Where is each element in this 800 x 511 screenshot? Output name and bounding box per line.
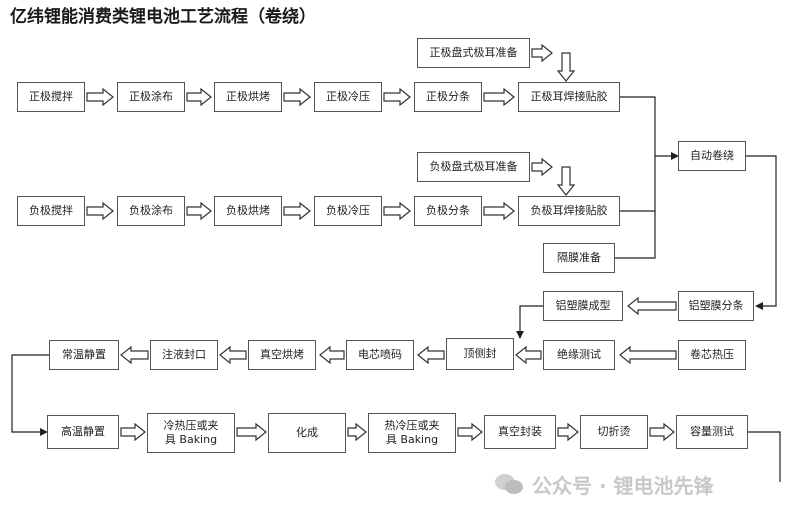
step-box-n6: 正极耳焊接贴胶: [518, 82, 620, 112]
block-arrow-1: [86, 87, 114, 107]
step-box-n8: 负极搅拌: [17, 196, 85, 226]
step-box-n18: 铝塑膜成型: [543, 291, 623, 321]
block-arrow-4: [383, 87, 411, 107]
watermark-text: 公众号 · 锂电池先锋: [532, 473, 714, 498]
step-box-n12: 负极分条: [414, 196, 482, 226]
step-box-n20: 绝缘测试: [543, 340, 615, 370]
block-arrow-28: [120, 422, 146, 442]
block-arrow-12: [483, 201, 515, 221]
connector-line-34: [748, 431, 781, 482]
step-box-n5: 正极分条: [414, 82, 482, 112]
connector-line-18: [746, 155, 777, 310]
step-box-n4: 正极冷压: [314, 82, 382, 112]
block-arrow-10: [283, 201, 311, 221]
step-box-n9: 负极涂布: [117, 196, 185, 226]
step-box-n30: 真空封装: [484, 415, 556, 449]
step-box-n23: 真空烘烤: [248, 340, 316, 370]
step-box-n29: 热冷压或夹 具 Baking: [368, 413, 456, 453]
block-arrow-6: [531, 43, 553, 63]
step-box-n7: 正极盘式极耳准备: [417, 38, 530, 68]
block-arrow-5: [483, 87, 515, 107]
block-arrow-29: [236, 422, 267, 442]
step-box-n28: 化成: [268, 413, 346, 453]
step-box-n17: 铝塑膜分条: [678, 291, 754, 321]
step-box-n15: 隔膜准备: [543, 243, 615, 273]
connector-line-15: [620, 96, 656, 212]
block-arrow-32: [557, 422, 579, 442]
connector-line-27: [11, 354, 49, 436]
block-arrow-33: [649, 422, 675, 442]
step-box-n13: 负极耳焊接贴胶: [518, 196, 620, 226]
block-arrow-30: [347, 422, 367, 442]
step-box-n27: 冷热压或夹 具 Baking: [147, 413, 235, 453]
step-box-n10: 负极烘烤: [214, 196, 282, 226]
block-arrow-21: [619, 345, 677, 365]
diagram-title: 亿纬锂能消费类锂电池工艺流程（卷绕）: [10, 7, 316, 27]
block-arrow-8: [86, 201, 114, 221]
step-box-n2: 正极涂布: [117, 82, 185, 112]
block-arrow-22: [515, 345, 542, 365]
block-arrow-23: [417, 345, 445, 365]
step-box-n1: 正极搅拌: [17, 82, 85, 112]
block-arrow-26: [120, 345, 149, 365]
block-arrow-3: [283, 87, 311, 107]
block-arrow-9: [186, 201, 212, 221]
block-arrow-31: [457, 422, 483, 442]
step-box-n24: 注液封口: [150, 340, 218, 370]
step-box-n31: 切折烫: [580, 415, 648, 449]
block-arrow-25: [219, 345, 247, 365]
step-box-n32: 容量测试: [676, 415, 748, 449]
step-box-n26: 高温静置: [47, 415, 119, 449]
block-arrow-2: [186, 87, 212, 107]
step-box-n21: 顶侧封: [446, 338, 514, 370]
step-box-n14: 负极盘式极耳准备: [417, 152, 530, 182]
connector-line-16: [615, 211, 656, 259]
watermark: 公众号 · 锂电池先锋: [494, 462, 800, 506]
step-box-n16: 自动卷绕: [678, 141, 746, 171]
block-arrow-13: [531, 157, 553, 177]
connector-line-20: [516, 305, 543, 339]
block-arrow-7: [556, 52, 576, 82]
block-arrow-14: [556, 166, 576, 196]
wechat-icon: [495, 474, 523, 494]
step-box-n19: 卷芯热压: [678, 340, 746, 370]
block-arrow-24: [319, 345, 345, 365]
block-arrow-11: [383, 201, 411, 221]
step-box-n3: 正极烘烤: [214, 82, 282, 112]
step-box-n22: 电芯喷码: [346, 340, 414, 370]
step-box-n25: 常温静置: [49, 340, 119, 370]
step-box-n11: 负极冷压: [314, 196, 382, 226]
block-arrow-19: [627, 296, 677, 316]
